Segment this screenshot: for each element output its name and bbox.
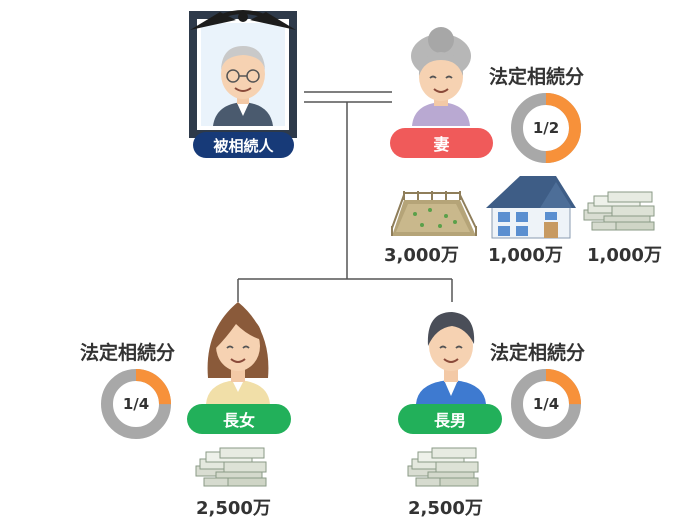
son-share-pie	[511, 369, 581, 439]
spouse-share-pie	[511, 93, 581, 163]
daughter-amount: 2,500万	[196, 498, 271, 519]
cash-icon	[195, 447, 267, 487]
son-portrait-icon	[416, 312, 486, 404]
decedent-label: 被相続人	[213, 136, 274, 155]
house-amount: 1,000万	[488, 245, 563, 266]
son-label: 長男	[433, 411, 466, 430]
daughter-portrait-icon	[206, 302, 270, 404]
daughter-share-title: 法定相続分	[80, 342, 176, 364]
spouse-share-fraction: 1/2	[532, 119, 560, 137]
daughter-share-fraction: 1/4	[122, 395, 150, 413]
son-amount: 2,500万	[408, 498, 483, 519]
land-amount: 3,000万	[384, 245, 459, 266]
decedent-badge	[193, 132, 294, 158]
son-share-title: 法定相続分	[490, 342, 586, 364]
land-icon	[391, 191, 477, 236]
cash-icon	[583, 191, 655, 231]
spouse-portrait-icon	[411, 27, 471, 126]
son-share-fraction: 1/4	[532, 395, 560, 413]
cash-amount: 1,000万	[587, 245, 662, 266]
cash-icon	[407, 447, 479, 487]
daughter-label: 長女	[222, 411, 255, 430]
son-badge	[398, 404, 502, 434]
spouse-badge	[390, 128, 493, 158]
house-icon	[486, 176, 576, 239]
family-tree-lines	[237, 91, 453, 302]
daughter-share-pie	[101, 369, 171, 439]
daughter-badge	[187, 404, 291, 434]
decedent-portrait-icon	[189, 10, 297, 138]
spouse-label: 妻	[433, 135, 450, 154]
spouse-share-title: 法定相続分	[489, 66, 585, 88]
